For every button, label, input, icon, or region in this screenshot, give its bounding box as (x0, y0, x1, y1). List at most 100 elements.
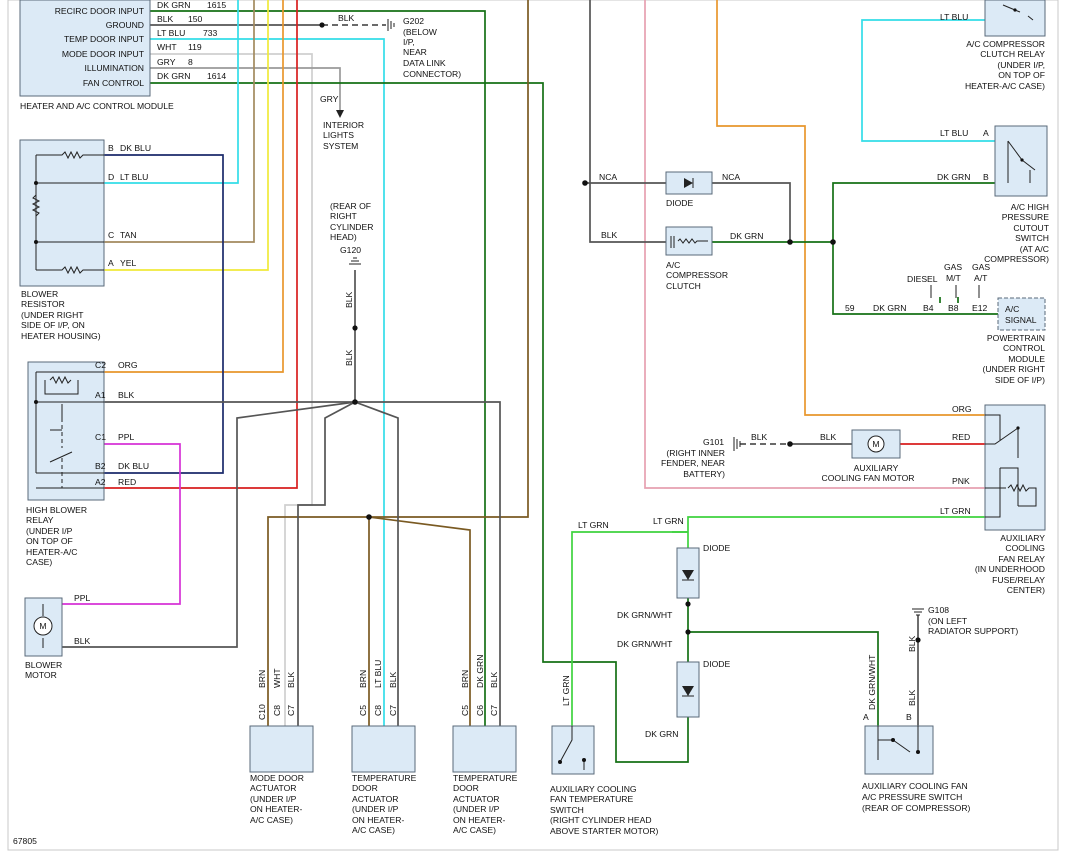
label-line: ACTUATOR (453, 794, 499, 804)
module-name: HEATER AND A/C CONTROL MODULE (20, 101, 174, 111)
wire-color: YEL (120, 258, 136, 268)
temperature-door-actuator-2: BRN DK GRN BLK C5 C6 C7 TEMPERATURE DOOR… (452, 655, 518, 835)
label-line: HEATER-A/C CASE) (965, 81, 1045, 91)
label-line: COOLING (1005, 543, 1045, 553)
high-pressure-cutout-switch: LT BLU A DK GRN B A/C HIGH PRESSURE CUTO… (937, 125, 1050, 264)
wire-color: BLK (157, 14, 174, 24)
pin: C8 (373, 705, 383, 716)
resistor-yel-wire (104, 0, 269, 271)
mode-door-actuator: BRN WHT BLK C10 C8 C7 MODE DOOR ACTUATOR… (249, 668, 314, 825)
wire-color: NCA (599, 172, 617, 182)
variant-pin: B4 (923, 303, 934, 313)
motor-blk-wire (62, 401, 356, 648)
label-line: DOOR (453, 783, 479, 793)
label-line: (UNDER I/P (453, 804, 500, 814)
wires (61, 0, 998, 763)
label-line: COMPRESSOR) (984, 254, 1049, 264)
ground-g202: BLK G202 (BELOW I/P, NEAR DATA LINK CONN… (338, 13, 461, 79)
splice-dot (366, 514, 372, 520)
aux-fan-pressure-switch: A B DK GRN/WHT BLK AUXILIARY COOLING FAN… (862, 654, 971, 813)
label-line: MOTOR (25, 670, 57, 680)
wire-color: LT GRN (653, 516, 684, 526)
label-line: POWERTRAIN (987, 333, 1045, 343)
label-line: (RIGHT CYLINDER HEAD (550, 815, 652, 825)
label-line: CUTOUT (1013, 223, 1049, 233)
label-line: BLOWER (25, 660, 62, 670)
label-line: A/C CASE) (250, 815, 293, 825)
label-line: ON HEATER- (352, 815, 404, 825)
pin: D (108, 172, 114, 182)
wire-color: LT BLU (373, 660, 383, 688)
label-line: CASE) (26, 557, 52, 567)
org-wire (716, 0, 985, 416)
motor-symbol (33, 616, 53, 636)
label-line: SWITCH (1015, 233, 1049, 243)
wire-color: PPL (118, 432, 134, 442)
g202-line: CONNECTOR) (403, 69, 461, 79)
wire-color: DK GRN (645, 729, 678, 739)
ground-g108: BLK G108 (ON LEFT RADIATOR SUPPORT) (907, 605, 1018, 652)
wire-color: RED (118, 477, 136, 487)
diode-label: DIODE (703, 659, 730, 669)
label-line: CLUTCH RELAY (980, 49, 1045, 59)
pin-label-illum: ILLUMINATION (84, 63, 144, 73)
wire-color: BRN (460, 670, 470, 688)
wire-color: LT BLU (940, 128, 968, 138)
diode-right: DIODE DK GRN/WHT DK GRN (617, 639, 730, 739)
wire-color: LT GRN (561, 675, 571, 706)
aux-cooling-fan-motor: M BLK RED AUXILIARY COOLING FAN MOTOR (820, 429, 970, 483)
pin: C6 (475, 705, 485, 716)
g120-line: HEAD) (330, 232, 357, 242)
temp2-brn-wire (368, 516, 471, 726)
pin: C1 (95, 432, 106, 442)
pnk-wire (644, 0, 985, 489)
wire-color: LT BLU (157, 28, 185, 38)
wire-color: WHT (272, 668, 282, 688)
circuit-number: 1614 (207, 71, 226, 81)
circuit-number: 59 (845, 303, 855, 313)
signal-line: SIGNAL (1005, 315, 1037, 325)
pin-label-fan: FAN CONTROL (83, 78, 144, 88)
splice-dot (319, 22, 325, 28)
g202-id: G202 (403, 16, 424, 26)
variant-label: DIESEL (907, 274, 938, 284)
splice-dot (685, 629, 691, 635)
temp-door-wire (150, 38, 385, 726)
g120-line: (REAR OF (330, 201, 371, 211)
variant-label: GAS (972, 262, 990, 272)
label-line: A/C CASE) (352, 825, 395, 835)
relay-red-wire (104, 0, 298, 489)
label-line: ACTUATOR (250, 783, 296, 793)
splice-dot (787, 239, 793, 245)
g108-wire-color: BLK (907, 635, 917, 652)
splice-dot (685, 601, 691, 607)
label-line: AUXILIARY COOLING FAN (862, 781, 968, 791)
label-line: ON HEATER- (250, 804, 302, 814)
label-line: (UNDER RIGHT (982, 364, 1045, 374)
high-blower-relay: C2 ORG A1 BLK C1 PPL B2 DK BLU A2 RED HI… (26, 360, 149, 567)
diode-label: DIODE (703, 543, 730, 553)
wire-color: ORG (952, 404, 972, 414)
pin-label-temp: TEMP DOOR INPUT (64, 34, 145, 44)
label-line: BLOWER (21, 289, 58, 299)
ground-g101: BLK G101 (RIGHT INNER FENDER, NEAR BATTE… (661, 432, 767, 479)
g202-line: DATA LINK (403, 58, 446, 68)
interior-line: INTERIOR (323, 120, 364, 130)
wire-color: BLK (820, 432, 837, 442)
wire-color: DK GRN/WHT (867, 654, 877, 710)
splices (319, 22, 921, 643)
label-line: (REAR OF COMPRESSOR) (862, 803, 971, 813)
label-line: AUXILIARY COOLING (550, 784, 637, 794)
wire-color: BLK (489, 671, 499, 688)
temperature-door-actuator-1: BRN LT BLU BLK C5 C8 C7 TEMPERATURE DOOR… (351, 660, 417, 835)
relay-a1-blk-wire (104, 401, 501, 726)
label-line: HEATER HOUSING) (21, 331, 101, 341)
label-line: PRESSURE (1002, 212, 1050, 222)
resistor-ltblu-wire (104, 0, 239, 184)
dkgrnwht-switch-wire (688, 631, 879, 726)
label-line: A/C COMPRESSOR (966, 39, 1045, 49)
variant-label: GAS (944, 262, 962, 272)
g108-line: RADIATOR SUPPORT) (928, 626, 1018, 636)
figure-id: 67805 (13, 836, 37, 846)
mode-blk-wire (297, 401, 356, 726)
